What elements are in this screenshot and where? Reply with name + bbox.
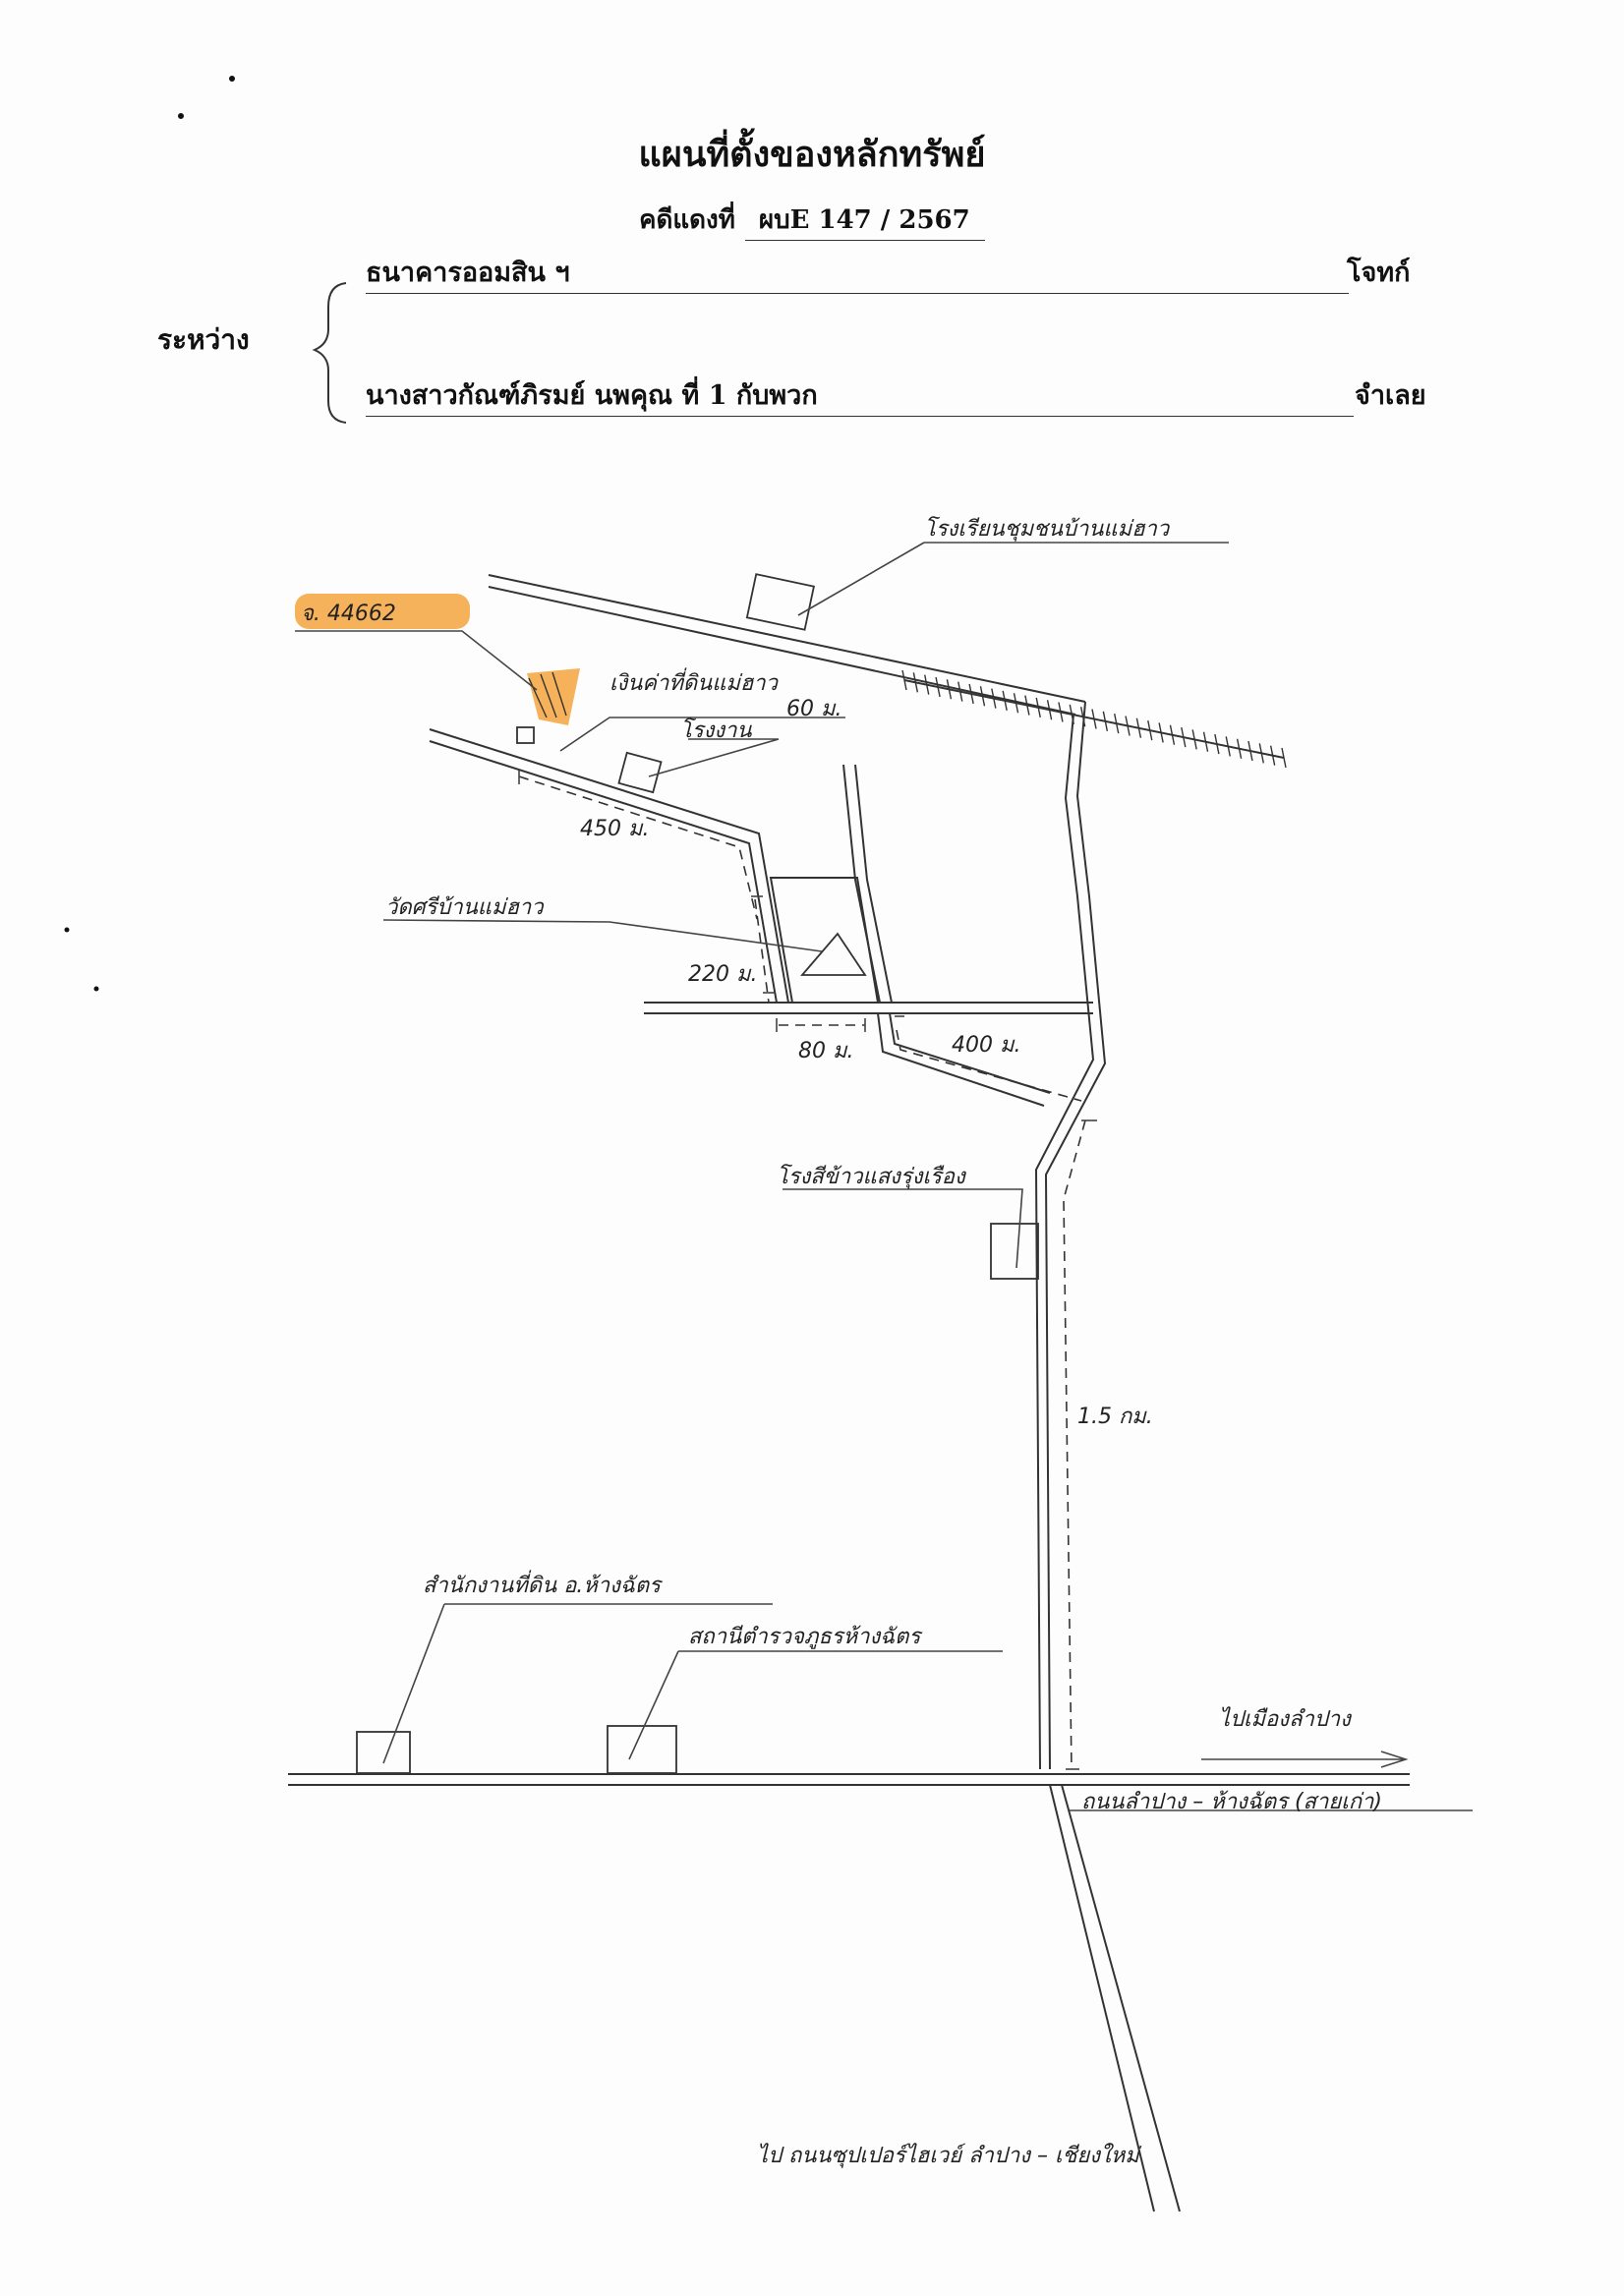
speck (229, 76, 235, 82)
label-highlight-plot: จ. 44662 (301, 602, 396, 626)
lower-diagonal-road (877, 1012, 1051, 1107)
railway-tie (1147, 719, 1153, 741)
arrow-to-lampang (1201, 1751, 1409, 1768)
speck (64, 927, 70, 933)
label-dist-400: 400 ม. (952, 1033, 1020, 1058)
railway-tie (1202, 731, 1209, 752)
railway-tie (1046, 700, 1053, 720)
label-to-superhighway: ไป ถนนซุปเปอร์ไฮเวย์ ลำปาง – เชียงใหม่ (757, 2143, 1142, 2168)
label-land-office: สำนักงานที่ดิน อ.ห้างฉัตร (423, 1570, 664, 1598)
defendant-role: จำเลย (1355, 380, 1426, 411)
distance-ticks (518, 771, 1097, 1770)
label-police: สถานีตำรวจภูธรห้างฉัตร (688, 1625, 923, 1649)
case-number: ผบE 147 / 2567 (744, 200, 985, 241)
railway-tie (979, 686, 986, 707)
railway (901, 669, 1287, 769)
police-building (607, 1725, 677, 1774)
right-connector-road (1034, 701, 1107, 1770)
label-pole-note: เงินค่าที่ดินแม่ฮาว (609, 667, 780, 696)
document-title: แผนที่ตั้งของหลักทรัพย์ (638, 134, 986, 175)
railway-tie (1236, 738, 1243, 759)
railway-tie (1058, 702, 1064, 722)
railway-tie (991, 688, 997, 709)
plaintiff-name: ธนาคารออมสิน ฯ (366, 254, 1349, 294)
school-building (745, 573, 815, 631)
railway-tie (1013, 693, 1019, 714)
dist-220-line (754, 898, 770, 1004)
label-pole-distance: 60 ม. (786, 697, 841, 721)
railway-tie (1269, 745, 1276, 766)
railway-tie (1035, 697, 1041, 718)
label-factory-mid: โรงสีข้าวแสงรุ่งเรือง (777, 1164, 967, 1189)
railway-tie (1258, 743, 1264, 764)
temple-cross-road (644, 1002, 1093, 1014)
label-highlight (295, 594, 470, 629)
case-number-row: คดีแดงที่ ผบE 147 / 2567 (0, 200, 1624, 241)
railway-tie (901, 669, 907, 691)
label-temple: วัดศรีบ้านแม่ฮาว (385, 895, 545, 920)
railway-tie (912, 672, 919, 693)
factory-building (617, 751, 663, 794)
railway-tie (1135, 718, 1142, 738)
temple-side-road (842, 764, 893, 1004)
label-dist-220: 220 ม. (688, 962, 757, 987)
railway-tie (1169, 724, 1176, 745)
label-dist-1-5km: 1.5 กม. (1077, 1405, 1153, 1429)
label-dist-450: 450 ม. (580, 817, 649, 841)
speck (178, 113, 184, 119)
dist-400-line (896, 1029, 1082, 1102)
highlighted-plot (527, 668, 580, 725)
speck (93, 986, 99, 992)
railway-tie (1114, 714, 1120, 734)
dist-1-5km-line (1063, 1119, 1086, 1770)
railway-tie (1214, 733, 1220, 755)
label-school-top: โรงเรียนชุมชนบ้านแม่ฮาว (924, 516, 1171, 542)
railway-tie (1225, 736, 1231, 757)
railway-tie (968, 683, 974, 705)
house-marker (516, 726, 535, 744)
railway-tie (1002, 690, 1008, 712)
railway-tie (1125, 716, 1131, 736)
railway-tie (924, 674, 930, 695)
railway-tie (1102, 711, 1109, 731)
railway-tie (1181, 726, 1187, 748)
railway-tie (1158, 722, 1164, 743)
dist-450-line (518, 775, 758, 920)
between-label: ระหว่าง (157, 323, 250, 356)
south-road (1049, 1784, 1181, 2212)
plot-hatch (528, 671, 567, 718)
temple-icon (800, 932, 867, 976)
railway-tie (946, 679, 953, 700)
railway-tie (1091, 709, 1097, 729)
party-brace (312, 282, 347, 424)
top-road (488, 574, 1086, 716)
railway-tie (1024, 695, 1030, 716)
railway-tie (1247, 740, 1253, 762)
case-label: คดีแดงที่ (639, 205, 735, 235)
temple-block (769, 877, 880, 1004)
railway-tie (957, 681, 963, 702)
label-main-road: ถนนลำปาง – ห้างฉัตร (สายเก่า) (1081, 1790, 1382, 1814)
label-factory: โรงงาน (680, 718, 752, 743)
land-office-building (356, 1731, 411, 1774)
defendant-name: นางสาวกัณฑ์ภิรมย์ นพคุณ ที่ 1 กับพวก (366, 376, 1354, 417)
railway-tie (935, 676, 941, 698)
label-dist-80: 80 ม. (798, 1039, 853, 1063)
main-road (288, 1773, 1410, 1786)
plaintiff-role: โจทก์ (1347, 258, 1411, 288)
railway-tie (1281, 747, 1287, 769)
rice-mill-building (990, 1223, 1039, 1280)
railway-tie (1191, 729, 1197, 750)
leader-lines (295, 542, 1473, 1811)
label-to-lampang: ไปเมืองลำปาง (1219, 1706, 1353, 1732)
